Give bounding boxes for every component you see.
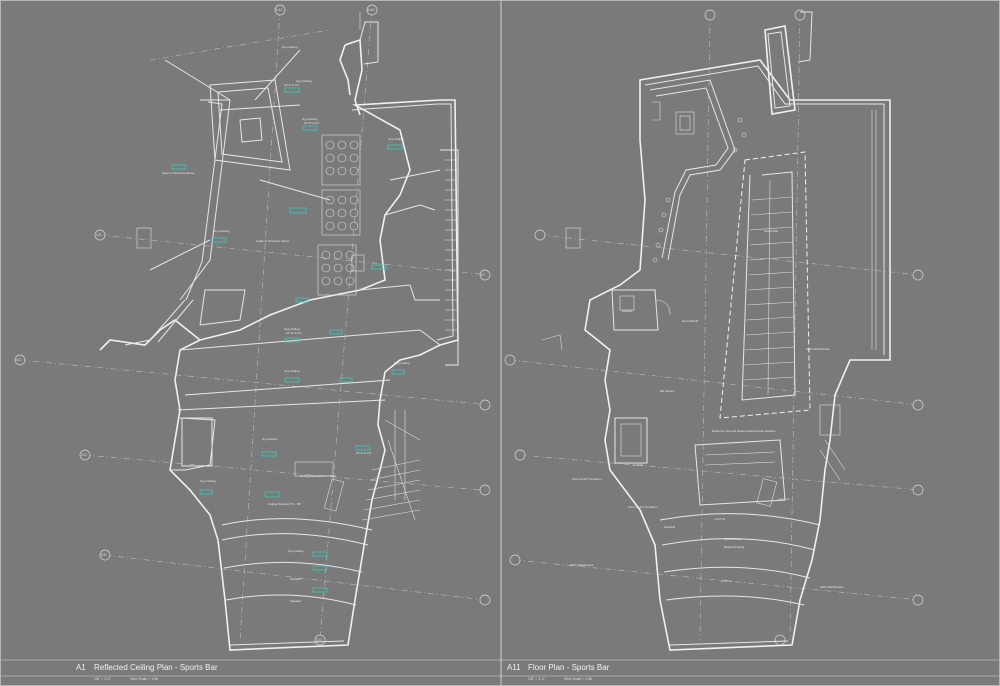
- level: +0'-0" FL: [778, 497, 790, 501]
- fixture-grid-left: [136, 12, 365, 512]
- room-label: Sports Bar: [764, 229, 778, 233]
- reflected-ceiling-plan: Gyp Ceiling Gyp Ceiling Gyp Ceiling Gyp …: [14, 4, 491, 651]
- grid-label: 3-A2: [367, 8, 375, 12]
- right-view-id: A11: [507, 663, 521, 672]
- annotations-right: Sports Bar Storage Event Booth Raised Bo…: [570, 229, 844, 589]
- room-label: Gyp Ceiling: [284, 369, 300, 373]
- room-label: Gyp Ceiling: [388, 137, 404, 141]
- grid-label: 3-D: [81, 453, 87, 457]
- right-view-scale-note: View Scale = 1:96: [564, 677, 593, 681]
- room-label: Gyp Ceiling: [284, 327, 300, 331]
- note: Open to Structure Above: [162, 171, 195, 175]
- left-view-title: Reflected Ceiling Plan - Sports Bar: [94, 663, 218, 672]
- floor-plan: Sports Bar Storage Event Booth Raised Bo…: [504, 9, 924, 651]
- room-label: Storage: [622, 309, 633, 313]
- annotations-left: Gyp Ceiling Gyp Ceiling Gyp Ceiling Gyp …: [162, 45, 410, 603]
- grid-label: 3-F: [480, 273, 486, 277]
- note: Floor Finish Transition: [628, 505, 658, 509]
- tag: Speaker: [290, 577, 301, 581]
- note: GRG Wall Panels: [570, 563, 594, 567]
- ribbon-feature: [124, 49, 331, 346]
- grid-label: 3-B: [96, 233, 102, 237]
- stair-left: [361, 410, 421, 521]
- left-view-scale: 1/8" = 1'-0": [94, 677, 112, 681]
- level: +0'-6" FL: [714, 517, 726, 521]
- note: Restroom Framed Glass Folding Panel Part…: [712, 429, 776, 433]
- level: +0'-0" FL: [632, 463, 644, 467]
- room-label: Gyp Ceiling: [282, 45, 298, 49]
- note: Floor Finish Transition: [572, 477, 602, 481]
- left-view-scale-note: View Scale = 1:96: [130, 677, 159, 681]
- walls-left: [99, 21, 459, 651]
- gridlines-right: [504, 9, 924, 646]
- note: GRG Wall Panels: [820, 585, 844, 589]
- note: Ceiling Mounted TV - 85": [268, 502, 301, 506]
- room-label: Gyp Ceiling: [200, 479, 216, 483]
- tag: 10'-0" A.F.F.: [356, 451, 372, 455]
- walls-right: [541, 11, 891, 651]
- room-label: Gyp Ceiling: [296, 79, 312, 83]
- grid-label: 3-G: [316, 638, 322, 642]
- level: +1'-0" FL: [720, 579, 732, 583]
- room-label: Event Booth: [682, 319, 699, 323]
- room-label: Gyp Ceiling: [214, 229, 230, 233]
- note: GRG Wall Panels: [806, 347, 830, 351]
- tag: Speaker: [290, 599, 301, 603]
- grid-label: 3-C: [16, 358, 22, 362]
- note: Handrail: [664, 525, 676, 529]
- room-label: Raised Seating: [724, 545, 745, 549]
- right-view-title: Floor Plan - Sports Bar: [528, 663, 610, 672]
- room-label: Gyp Ceiling: [262, 437, 278, 441]
- room-label: Gyp Ceiling: [288, 549, 304, 553]
- room-label: Gyp Ceiling: [302, 117, 318, 121]
- room-label: Bar Stools: [660, 389, 674, 393]
- room-label: Gyp Ceiling: [394, 361, 410, 365]
- tag: 10'-0" A.F.F.: [284, 83, 300, 87]
- right-view-scale: 1/8" = 1'-0": [528, 677, 546, 681]
- tag: 10'-0" A.F.F.: [286, 331, 302, 335]
- note: Cable to Structure Above: [256, 239, 290, 243]
- tag: 10'-0" A.F.F.: [304, 121, 320, 125]
- grid-label: 3-E: [101, 553, 107, 557]
- grid-label: 3-A1: [275, 8, 283, 12]
- left-view-id: A1: [76, 663, 86, 672]
- note: Ceiling Mounted TV = 16W: [300, 474, 336, 478]
- room-label: Raised Booth: [724, 537, 742, 541]
